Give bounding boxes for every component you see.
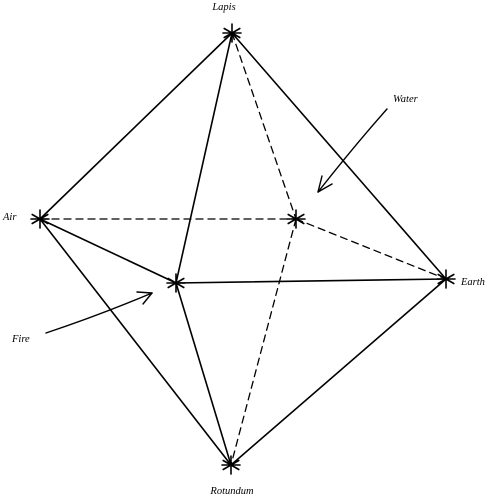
vertex-star-air xyxy=(30,209,50,229)
edge-lapis-air xyxy=(39,32,233,220)
vertex-label-rotundum: Rotundum xyxy=(209,486,254,497)
vertex-label-water: Water xyxy=(393,94,419,105)
water-pointer-arrow xyxy=(317,108,388,193)
edge-air-fire xyxy=(39,218,177,284)
vertex-star-lapis xyxy=(222,23,242,43)
arrows-layer xyxy=(45,108,388,334)
vertex-star-rotundum xyxy=(221,455,241,475)
edge-lapis-water xyxy=(231,32,297,220)
fire-pointer-arrow xyxy=(45,291,153,334)
edge-water-rotundum xyxy=(230,218,297,466)
vertices-layer xyxy=(30,23,456,475)
edge-water-earth xyxy=(295,218,447,280)
edge-fire-rotundum xyxy=(175,282,232,466)
vertex-star-fire xyxy=(166,273,186,293)
vertex-label-earth: Earth xyxy=(460,277,485,288)
edge-air-rotundum xyxy=(39,218,232,466)
edge-lapis-fire xyxy=(175,32,233,284)
vertex-label-lapis: Lapis xyxy=(211,2,235,13)
edge-earth-rotundum xyxy=(230,278,447,466)
vertex-star-earth xyxy=(436,269,456,289)
vertex-star-water xyxy=(286,209,306,229)
edges-layer xyxy=(39,32,447,466)
edge-lapis-earth xyxy=(231,32,447,280)
vertex-label-air: Air xyxy=(2,212,17,223)
vertex-label-fire: Fire xyxy=(11,334,30,345)
edge-fire-earth xyxy=(175,278,447,284)
